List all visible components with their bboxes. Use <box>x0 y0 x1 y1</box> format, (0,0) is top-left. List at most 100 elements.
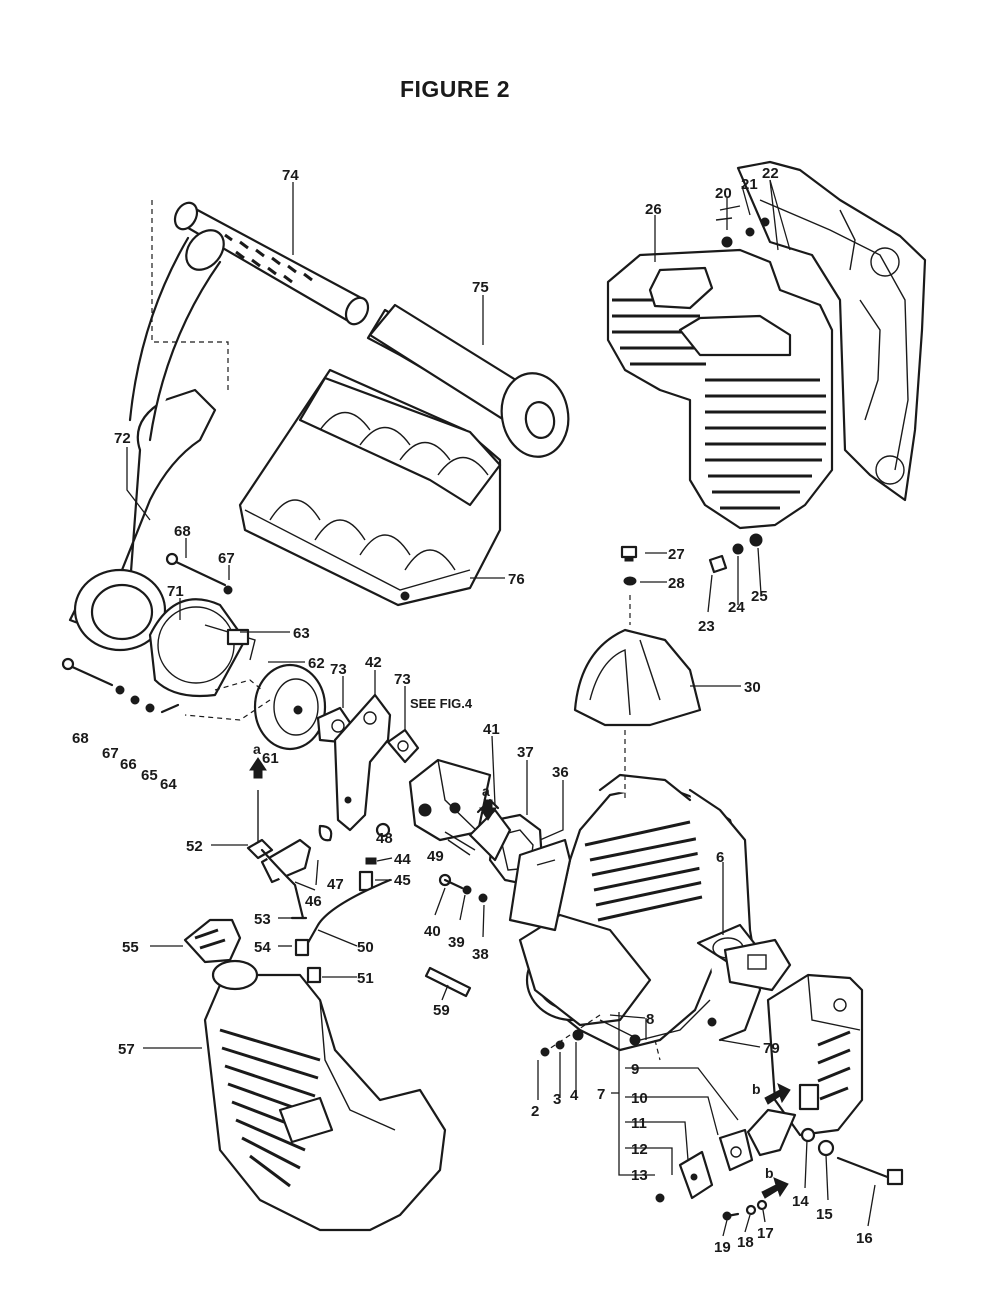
callout-4: 4 <box>570 1087 579 1104</box>
callout-28: 28 <box>668 575 685 592</box>
callout-10: 10 <box>631 1090 648 1107</box>
callout-72: 72 <box>114 430 131 447</box>
callout-40: 40 <box>424 923 441 940</box>
air-filter-element <box>366 303 570 458</box>
engine-gasket-plate <box>508 838 572 932</box>
callout-12: 12 <box>631 1141 648 1158</box>
callout-63: 63 <box>293 625 310 642</box>
muffler-bracket <box>718 1108 797 1172</box>
callout-64: 64 <box>160 776 177 793</box>
callout-71: 71 <box>167 583 184 600</box>
callout-59: 59 <box>433 1002 450 1019</box>
throttle-cable-pin <box>424 966 472 998</box>
callout-7: 7 <box>597 1086 605 1103</box>
callout-74: 74 <box>282 167 299 184</box>
callout-24: 24 <box>728 599 745 616</box>
assembly-lines <box>151 200 661 1061</box>
callout-46: 46 <box>305 893 322 910</box>
callout-65: 65 <box>141 767 158 784</box>
callout-44: 44 <box>394 851 411 868</box>
callout-30: 30 <box>744 679 761 696</box>
callout-19: 19 <box>714 1239 731 1256</box>
fuel-cap <box>183 918 242 964</box>
callout-73: 73 <box>394 671 411 688</box>
cylinder-cover <box>573 628 702 727</box>
callout-73: 73 <box>330 661 347 678</box>
arrow-a-label: a <box>482 783 490 799</box>
leader-lines <box>126 179 876 1237</box>
callout-labels: 74 75 26 20 21 22 72 68 67 76 71 63 62 7… <box>72 165 873 1256</box>
callout-47: 47 <box>327 876 344 893</box>
muffler-hardware <box>540 1029 904 1221</box>
callout-48: 48 <box>376 830 393 847</box>
callout-20: 20 <box>715 185 732 202</box>
filter-clamp <box>148 598 256 698</box>
fan-housing <box>736 160 927 502</box>
callout-6: 6 <box>716 849 724 866</box>
callout-25: 25 <box>751 588 768 605</box>
callout-49: 49 <box>427 848 444 865</box>
callout-61: 61 <box>262 750 279 767</box>
callout-62: 62 <box>308 655 325 672</box>
arrow-a-right: a <box>479 783 497 821</box>
callout-39: 39 <box>448 934 465 951</box>
callout-76: 76 <box>508 571 525 588</box>
callout-67: 67 <box>218 550 235 567</box>
callout-67: 67 <box>102 745 119 762</box>
long-bolt-lower <box>61 657 180 714</box>
intake-tube <box>173 201 370 326</box>
see-fig4-note: SEE FIG.4 <box>410 696 473 711</box>
carburetor <box>408 758 492 856</box>
callout-79: 79 <box>763 1040 780 1057</box>
fuel-primer <box>246 790 333 884</box>
muffler <box>766 973 864 1137</box>
callout-55: 55 <box>122 939 139 956</box>
callout-68: 68 <box>72 730 89 747</box>
callout-38: 38 <box>472 946 489 963</box>
callout-75: 75 <box>472 279 489 296</box>
callout-41: 41 <box>483 721 500 738</box>
callout-68: 68 <box>174 523 191 540</box>
callout-9: 9 <box>631 1061 639 1078</box>
callout-14: 14 <box>792 1193 809 1210</box>
arrow-b-upper: b <box>752 1081 791 1105</box>
callout-18: 18 <box>737 1234 754 1251</box>
carb-adapter-plate <box>253 663 327 751</box>
callout-53: 53 <box>254 911 271 928</box>
arrow-b-label: b <box>765 1165 774 1181</box>
callout-42: 42 <box>365 654 382 671</box>
callout-21: 21 <box>741 176 758 193</box>
callout-37: 37 <box>517 744 534 761</box>
callout-11: 11 <box>631 1115 647 1132</box>
shroud-screws <box>715 205 770 248</box>
callout-36: 36 <box>552 764 569 781</box>
callout-3: 3 <box>553 1091 561 1108</box>
callout-54: 54 <box>254 939 271 956</box>
exhaust-adapter <box>723 938 792 992</box>
callout-15: 15 <box>816 1206 833 1223</box>
air-box-housing <box>238 368 502 607</box>
arrow-b-label: b <box>752 1081 761 1097</box>
callout-23: 23 <box>698 618 715 635</box>
callout-17: 17 <box>757 1225 774 1242</box>
callout-22: 22 <box>762 165 779 182</box>
callout-26: 26 <box>645 201 662 218</box>
figure-title: FIGURE 2 <box>399 76 511 102</box>
arrow-a-label: a <box>253 741 261 757</box>
fuel-tank <box>203 959 447 1232</box>
callout-16: 16 <box>856 1230 873 1247</box>
carb-hardware <box>358 822 488 903</box>
callout-8: 8 <box>646 1011 654 1028</box>
callout-52: 52 <box>186 838 203 855</box>
cylinder-shroud <box>606 248 834 530</box>
muffler-plate <box>678 1150 714 1200</box>
arrow-a-left: a <box>249 741 267 779</box>
callout-45: 45 <box>394 872 411 889</box>
long-bolt-upper <box>165 552 233 595</box>
callout-2: 2 <box>531 1103 539 1120</box>
intake-elbow <box>68 229 225 652</box>
callout-57: 57 <box>118 1041 135 1058</box>
callout-27: 27 <box>668 546 685 563</box>
callout-51: 51 <box>357 970 374 987</box>
